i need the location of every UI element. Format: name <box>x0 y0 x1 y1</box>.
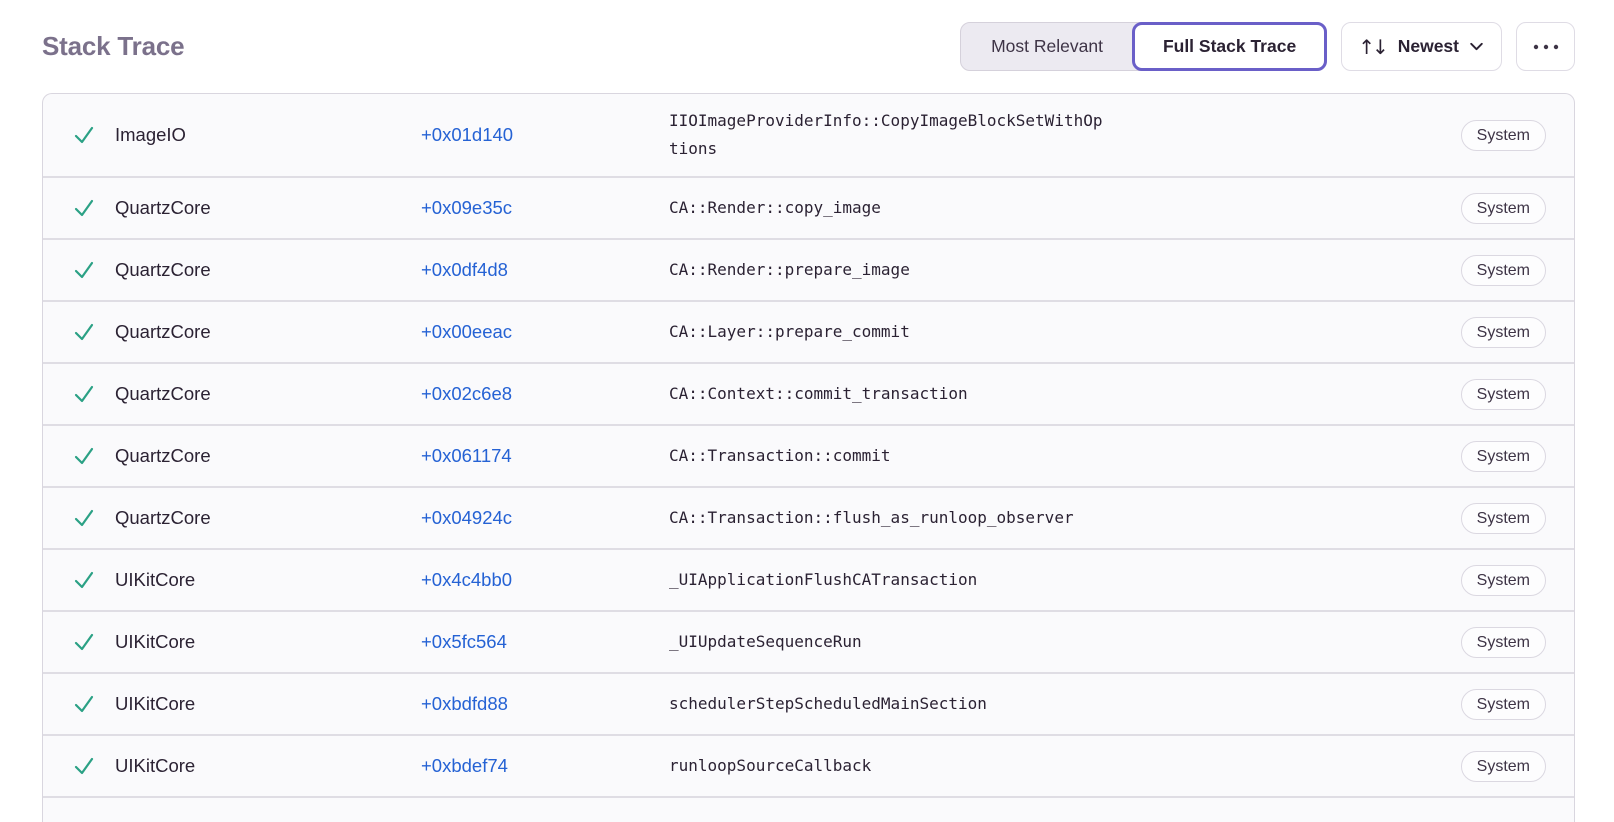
frame-function: _UIApplicationFlushCATransaction <box>669 570 978 589</box>
check-icon <box>71 753 97 779</box>
frame-function: _UIUpdateSequenceRun <box>669 632 862 651</box>
frame-origin-badge: System <box>1460 502 1546 534</box>
chevron-down-icon <box>1468 38 1485 55</box>
check-icon <box>71 257 97 283</box>
frame-origin-badge: System <box>1460 119 1546 151</box>
check-icon <box>71 629 97 655</box>
frame-function: CA::Transaction::flush_as_runloop_observ… <box>669 508 1074 527</box>
frame-module: QuartzCore <box>115 507 211 528</box>
frame-module: QuartzCore <box>115 383 211 404</box>
stack-view-segmented-control: Most Relevant Full Stack Trace <box>960 22 1328 71</box>
frame-address-link[interactable]: +0x0df4d8 <box>421 259 508 280</box>
check-icon <box>71 195 97 221</box>
frame-origin-badge: System <box>1460 192 1546 224</box>
frame-address-link[interactable]: +0x02c6e8 <box>421 383 513 404</box>
frame-module: UIKitCore <box>115 693 196 714</box>
check-icon <box>71 122 97 148</box>
sort-order-label: Newest <box>1397 36 1459 56</box>
page-title: Stack Trace <box>42 31 185 61</box>
stack-frame-row[interactable]: QuartzCore +0x00eeac CA::Layer::prepare_… <box>43 300 1574 362</box>
frame-function: CA::Context::commit_transaction <box>669 384 968 403</box>
frame-address-link[interactable]: +0x5fc564 <box>421 631 507 652</box>
stack-frame-row[interactable]: QuartzCore +0x061174 CA::Transaction::co… <box>43 424 1574 486</box>
stack-frame-row[interactable]: UIKitCore +0xbdef74 runloopSourceCallbac… <box>43 734 1574 796</box>
check-icon <box>71 319 97 345</box>
frame-function: runloopSourceCallback <box>669 756 872 775</box>
frame-function: CA::Layer::prepare_commit <box>669 322 910 341</box>
frame-function: CA::Transaction::commit <box>669 446 891 465</box>
stack-trace-table: ImageIO +0x01d140 IIOImageProviderInfo::… <box>42 93 1575 822</box>
frame-module: QuartzCore <box>115 259 211 280</box>
stack-frame-row-partial <box>43 796 1574 822</box>
frame-module: ImageIO <box>115 124 186 145</box>
frame-address-link[interactable]: +0x09e35c <box>421 197 513 218</box>
sort-arrows-icon: ↑↓ <box>1358 34 1388 59</box>
stack-frame-row[interactable]: ImageIO +0x01d140 IIOImageProviderInfo::… <box>43 94 1574 176</box>
frame-origin-badge: System <box>1460 564 1546 596</box>
frame-address-link[interactable]: +0x01d140 <box>421 124 514 145</box>
frame-function: CA::Render::copy_image <box>669 198 881 217</box>
frame-address-link[interactable]: +0xbdfd88 <box>421 693 508 714</box>
frame-address-link[interactable]: +0x00eeac <box>421 321 513 342</box>
frame-address-link[interactable]: +0x4c4bb0 <box>421 569 513 590</box>
full-stack-trace-button[interactable]: Full Stack Trace <box>1131 22 1328 71</box>
check-icon <box>71 567 97 593</box>
frame-address-link[interactable]: +0x061174 <box>421 445 512 466</box>
check-icon <box>71 691 97 717</box>
frame-origin-badge: System <box>1460 750 1546 782</box>
stack-frame-row[interactable]: QuartzCore +0x09e35c CA::Render::copy_im… <box>43 176 1574 238</box>
most-relevant-button[interactable]: Most Relevant <box>961 23 1133 70</box>
frame-module: QuartzCore <box>115 197 211 218</box>
frame-address-link[interactable]: +0x04924c <box>421 507 513 528</box>
frame-module: UIKitCore <box>115 569 196 590</box>
check-icon <box>71 443 97 469</box>
frame-module: QuartzCore <box>115 321 211 342</box>
frame-origin-badge: System <box>1460 378 1546 410</box>
stack-frame-row[interactable]: QuartzCore +0x02c6e8 CA::Context::commit… <box>43 362 1574 424</box>
frame-origin-badge: System <box>1460 316 1546 348</box>
ellipsis-icon <box>1533 44 1559 50</box>
check-icon <box>71 505 97 531</box>
stack-trace-toolbar: Most Relevant Full Stack Trace ↑↓ Newest <box>960 22 1575 71</box>
more-options-button[interactable] <box>1516 22 1575 71</box>
frame-module: UIKitCore <box>115 755 196 776</box>
sort-order-button[interactable]: ↑↓ Newest <box>1341 22 1502 71</box>
frame-function: CA::Render::prepare_image <box>669 260 910 279</box>
check-icon <box>71 381 97 407</box>
frame-function: IIOImageProviderInfo::CopyImageBlockSetW… <box>669 111 1103 158</box>
stack-frame-row[interactable]: UIKitCore +0xbdfd88 schedulerStepSchedul… <box>43 672 1574 734</box>
frame-origin-badge: System <box>1460 440 1546 472</box>
stack-frame-row[interactable]: UIKitCore +0x5fc564 _UIUpdateSequenceRun… <box>43 610 1574 672</box>
stack-frame-row[interactable]: UIKitCore +0x4c4bb0 _UIApplicationFlushC… <box>43 548 1574 610</box>
frame-address-link[interactable]: +0xbdef74 <box>421 755 508 776</box>
frame-module: UIKitCore <box>115 631 196 652</box>
frame-module: QuartzCore <box>115 445 211 466</box>
stack-trace-header: Stack Trace Most Relevant Full Stack Tra… <box>42 0 1575 93</box>
frame-origin-badge: System <box>1460 688 1546 720</box>
frame-origin-badge: System <box>1460 254 1546 286</box>
frame-function: schedulerStepScheduledMainSection <box>669 694 987 713</box>
stack-frame-row[interactable]: QuartzCore +0x04924c CA::Transaction::fl… <box>43 486 1574 548</box>
frame-origin-badge: System <box>1460 626 1546 658</box>
stack-frame-row[interactable]: QuartzCore +0x0df4d8 CA::Render::prepare… <box>43 238 1574 300</box>
